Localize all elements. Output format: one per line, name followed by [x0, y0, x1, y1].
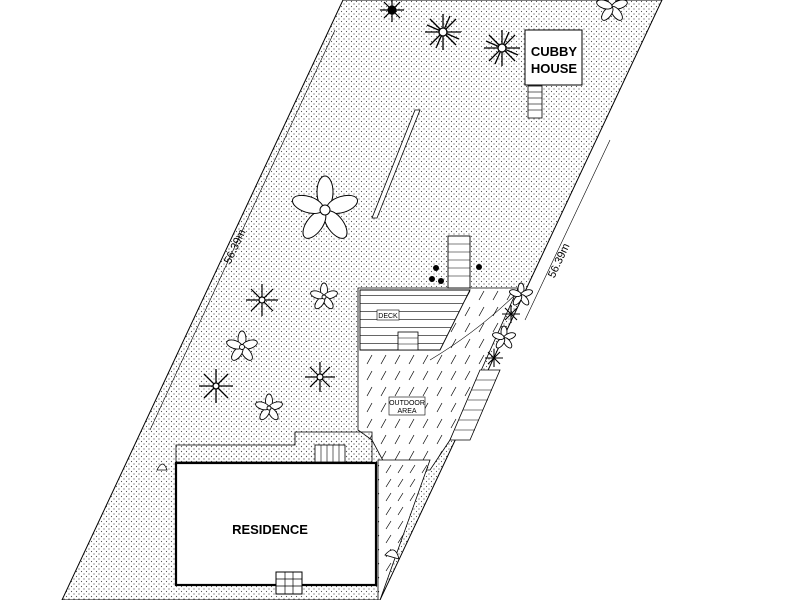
- flower-icon: [226, 330, 258, 361]
- shrub-icon: [484, 30, 520, 66]
- side-path-hatch: [378, 460, 430, 600]
- shrub-icon: [425, 14, 461, 50]
- cubby-house-label: HOUSE: [531, 61, 578, 76]
- dimension-line-right: [524, 139, 611, 321]
- leaf-icon: [384, 549, 400, 560]
- outdoor-area-label: OUTDOOR: [389, 400, 425, 407]
- flower-icon: [492, 325, 516, 349]
- cubby-house-building: [524, 29, 583, 86]
- residence-label: RESIDENCE: [232, 522, 308, 537]
- leaf-icon: [156, 463, 168, 471]
- flower-icon: [310, 282, 338, 310]
- garden-path-curve: [429, 289, 521, 361]
- dimension-label-right: 56.39m: [546, 242, 572, 280]
- rear-steps: [314, 444, 346, 463]
- flower-icon: [596, 0, 628, 21]
- outdoor-area-label: AREA: [397, 408, 416, 415]
- flower-icon: [509, 282, 533, 306]
- front-steps: [275, 571, 303, 595]
- deck-stairs: [447, 235, 471, 289]
- deck-boards: [360, 290, 470, 350]
- shrub-icon: [380, 0, 404, 22]
- dimension-line-left: [149, 29, 336, 431]
- shrub-icon: [485, 349, 503, 367]
- plant-cluster-icon: [429, 264, 482, 284]
- shrub-icon: [502, 305, 520, 323]
- outdoor-area-label-box: [388, 396, 426, 416]
- shrub-icon: [199, 369, 233, 403]
- deck-label: DECK: [378, 313, 398, 320]
- side-stairs: [449, 369, 501, 441]
- flower-icon: [291, 175, 359, 239]
- stepping-path: [371, 109, 421, 219]
- cubby-house-stairs: [527, 85, 543, 119]
- flower-icon: [255, 393, 283, 421]
- cubby-house-label: CUBBY: [531, 44, 578, 59]
- deck-label-box: [376, 309, 400, 321]
- residence-building: [174, 461, 378, 587]
- shrub-icon: [246, 284, 278, 316]
- shrub-icon: [305, 362, 335, 392]
- deck-step: [397, 331, 419, 351]
